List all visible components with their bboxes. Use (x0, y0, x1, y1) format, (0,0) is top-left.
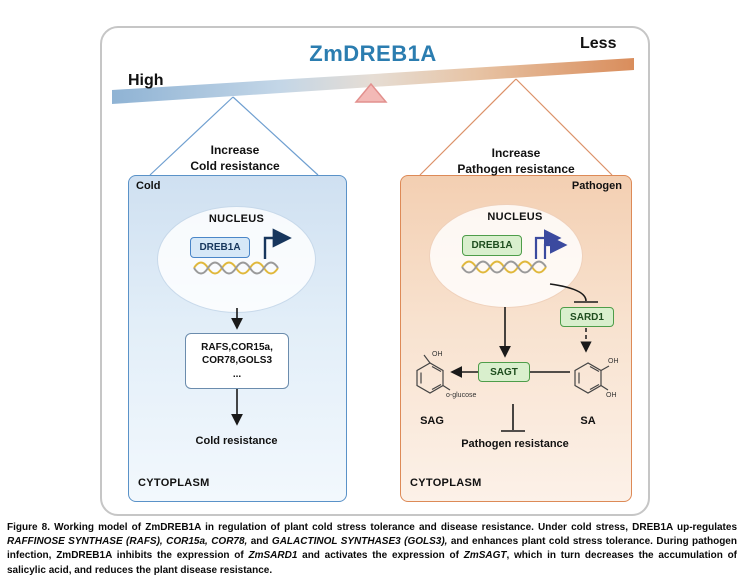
high-label: High (128, 72, 164, 89)
figure-caption: Figure 8. Working model of ZmDREB1A in r… (7, 522, 738, 576)
funnel-pathogen-line1: Increase (491, 146, 541, 160)
cold-genes-line2: COR78,GOLS3 (201, 355, 273, 367)
cold-genes-box: RAFS,COR15a, COR78,GOLS3 ... (185, 333, 289, 389)
cytoplasm-label-pathogen: CYTOPLASM (410, 477, 482, 489)
sagt-box: SAGT (478, 362, 530, 382)
funnel-text-pathogen: Increase Pathogen resistance (426, 146, 606, 177)
sag-label: SAG (420, 415, 444, 427)
dreb1a-box-pathogen: DREB1A (462, 235, 522, 256)
nucleus-label-cold: NUCLEUS (208, 213, 265, 225)
pathogen-panel-background (400, 175, 632, 502)
funnel-cold-line2: Cold resistance (190, 158, 280, 173)
cytoplasm-label-cold: CYTOPLASM (138, 477, 210, 489)
pathogen-panel-tag: Pathogen (571, 180, 622, 192)
figure-border (100, 26, 650, 516)
funnel-cold-line1: Increase (210, 143, 260, 157)
pathogen-panel: Pathogen NUCLEUS DREB1A SARD1 SAGT SAG S… (400, 175, 630, 500)
sa-label: SA (580, 415, 596, 427)
nucleus-label-pathogen: NUCLEUS (487, 211, 543, 223)
funnel-text-cold: Increase Cold resistance (145, 143, 325, 174)
cold-genes-line3: ... (232, 368, 242, 380)
cold-genes-line1: RAFS,COR15a, (201, 341, 273, 353)
less-label: Less (580, 35, 617, 52)
cold-panel: Cold NUCLEUS DREB1A RAFS,COR15a, COR78,G… (128, 175, 345, 500)
cold-panel-tag: Cold (136, 180, 161, 192)
dreb1a-box-cold: DREB1A (190, 237, 250, 258)
figure-title: ZmDREB1A (309, 41, 437, 66)
sard1-box: SARD1 (560, 307, 614, 327)
pathogen-resistance-label: Pathogen resistance (461, 438, 569, 450)
cold-resistance-label: Cold resistance (195, 435, 278, 447)
